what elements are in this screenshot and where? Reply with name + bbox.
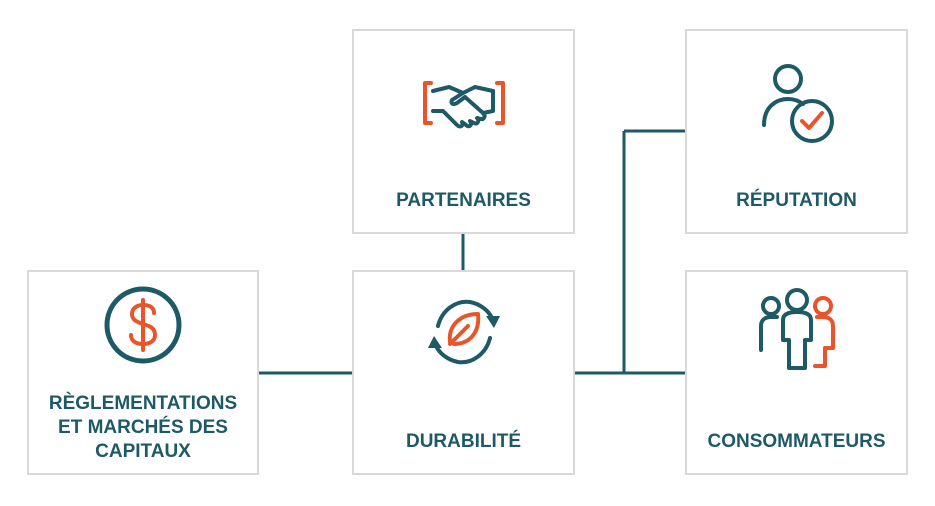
node-label: RÈGLEMENTATIONS ET MARCHÉS DES CAPITAUX: [29, 392, 257, 464]
node-durabilite: DURABILITÉ: [352, 270, 575, 475]
node-reputation: RÉPUTATION: [685, 29, 908, 234]
person-check-icon: [761, 64, 834, 143]
node-label: PARTENAIRES: [396, 190, 531, 211]
recycle-leaf-icon: [427, 299, 500, 365]
node-reglementations: RÈGLEMENTATIONS ET MARCHÉS DES CAPITAUX: [27, 270, 259, 475]
dollar-circle-icon: [104, 286, 182, 364]
node-label: CONSOMMATEURS: [707, 431, 886, 452]
people-group-icon: [758, 288, 835, 370]
handshake-icon: [422, 81, 505, 129]
label-line: ET MARCHÉS DES: [58, 417, 228, 438]
node-label: RÉPUTATION: [736, 190, 857, 211]
node-consommateurs: CONSOMMATEURS: [685, 270, 908, 475]
node-label: DURABILITÉ: [405, 431, 522, 452]
node-partenaires: PARTENAIRES: [352, 29, 575, 234]
label-line: CAPITAUX: [95, 441, 191, 462]
label-line: RÈGLEMENTATIONS: [48, 393, 238, 414]
